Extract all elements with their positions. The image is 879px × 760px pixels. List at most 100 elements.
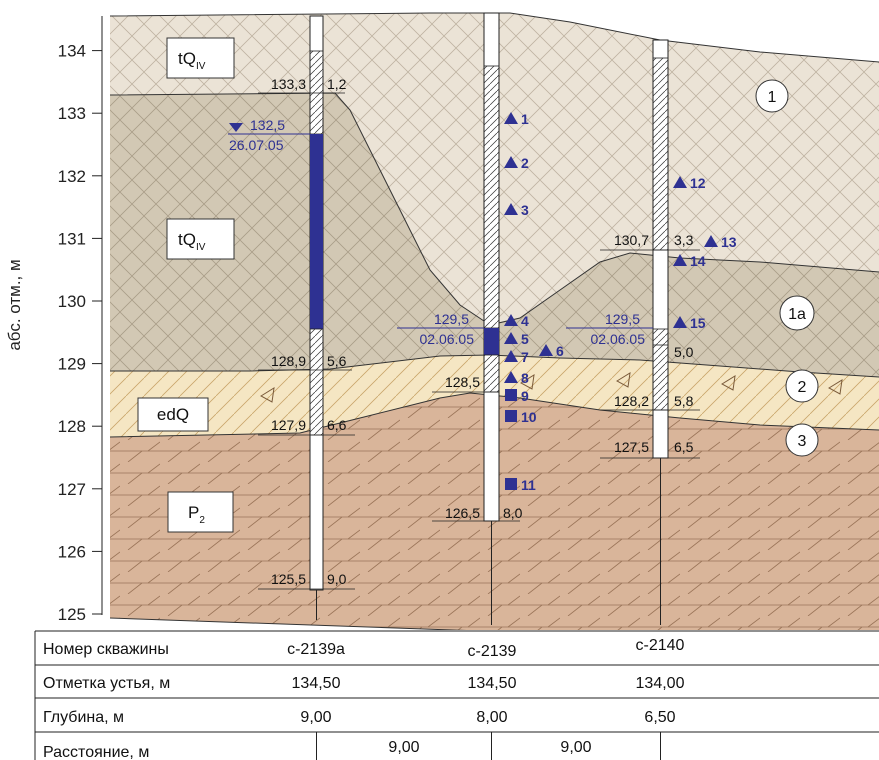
table-row-label: Отметка устья, м (43, 675, 170, 692)
bh3-label: 130,7 (614, 232, 649, 248)
bh1-label: 6,6 (327, 417, 347, 433)
sample-triangle-icon (673, 316, 687, 328)
svg-text:tQIV: tQIV (178, 49, 206, 72)
table-cell: 134,00 (636, 675, 685, 692)
sample-number: 6 (556, 343, 564, 359)
water-level-date: 02.06.05 (420, 331, 475, 347)
table-cell: 134,50 (292, 675, 341, 692)
bh1-label: 128,9 (271, 353, 306, 369)
table-row-label: Номер скважины (43, 641, 169, 658)
table-cell: 8,00 (476, 709, 507, 726)
bh3-label: 127,5 (614, 439, 649, 455)
y-axis-label: абс. отм., м (5, 259, 24, 350)
bh1-label: 9,0 (327, 571, 347, 587)
y-axis: 125 126 127 128 129 130 131 132 133 134 абс. отм.… (5, 16, 103, 624)
table-cell: с-2139а (287, 641, 345, 658)
bh1-label: 1,2 (327, 76, 347, 92)
sample-triangle-icon (504, 203, 518, 215)
y-tick-label: 134 (58, 42, 86, 61)
table-cell: 9,00 (560, 739, 591, 756)
svg-text:3: 3 (798, 433, 807, 450)
layer-number-3: 3 (785, 423, 819, 457)
sample-square-icon (505, 410, 517, 422)
bh1-label: 127,9 (271, 417, 306, 433)
svg-text:2: 2 (798, 379, 807, 396)
svg-text:1а: 1а (788, 306, 806, 323)
water-level-value: 129,5 (434, 311, 469, 327)
layer-label-edq: edQ (137, 397, 209, 432)
sample-number: 8 (521, 370, 529, 386)
groundwater-2: 129,5 02.06.05 (397, 311, 484, 347)
sample-triangle-icon (504, 112, 518, 124)
sample-triangle-icon (504, 332, 518, 344)
layer-label-tq-mid: tQIV (166, 218, 235, 260)
layer-label-tq-top: tQIV (166, 37, 235, 79)
sample-triangle-icon (504, 350, 518, 362)
layer-number-1: 1 (755, 79, 789, 113)
sample-number: 12 (690, 175, 706, 191)
bh2-label: 8,0 (503, 505, 523, 521)
water-level-date: 26.07.05 (229, 137, 284, 153)
sample-triangle-icon (673, 254, 687, 266)
layer-2-symbols (260, 372, 843, 403)
bh3-label: 6,5 (674, 439, 694, 455)
bh1-label: 125,5 (271, 571, 306, 587)
table-cell: 9,00 (300, 709, 331, 726)
water-level-icon (229, 123, 243, 132)
y-tick-label: 126 (58, 542, 86, 561)
svg-text:tQIV: tQIV (178, 230, 206, 253)
y-tick-label: 133 (58, 104, 86, 123)
sample-triangle-icon (539, 344, 553, 356)
y-tick-label: 132 (58, 167, 86, 186)
table-cell: 9,00 (388, 739, 419, 756)
sample-number: 5 (521, 331, 529, 347)
bh2-label: 126,5 (445, 505, 480, 521)
layer-label-p2: P2 (167, 491, 234, 533)
sample-triangle-icon (704, 235, 718, 247)
sample-triangle-icon (504, 156, 518, 168)
water-column (484, 328, 499, 355)
sample-number: 2 (521, 155, 529, 171)
bh3-label: 128,2 (614, 393, 649, 409)
sample-number: 4 (521, 313, 529, 329)
bh3-label: 5,8 (674, 393, 694, 409)
sample-triangle-icon (673, 176, 687, 188)
sample-number: 7 (521, 349, 529, 365)
table-row-label: Глубина, м (43, 709, 124, 726)
y-tick-label: 128 (58, 417, 86, 436)
sample-number: 9 (521, 388, 529, 404)
sample-number: 13 (721, 234, 737, 250)
borehole-3 (652, 39, 669, 625)
layer-2-pattern (110, 355, 879, 437)
table-row-label: Расстояние, м (43, 744, 149, 760)
sample-number: 1 (521, 111, 529, 127)
bh2-label: 128,5 (445, 374, 480, 390)
table-cell: 134,50 (468, 675, 517, 692)
water-level-date: 02.06.05 (591, 331, 646, 347)
bh1-label: 5,6 (327, 353, 347, 369)
water-level-value: 129,5 (605, 311, 640, 327)
y-tick-label: 127 (58, 480, 86, 499)
y-tick-label: 131 (58, 229, 86, 248)
layer-number-1a: 1а (779, 295, 815, 331)
sample-number: 10 (521, 409, 537, 425)
svg-text:1: 1 (768, 89, 777, 106)
water-column (310, 134, 323, 329)
svg-text:P2: P2 (188, 503, 205, 526)
borehole-labels: 133,3 1,2 128,9 5,6 127,9 6,6 125,5 9,0 … (258, 76, 700, 590)
borehole-table: Номер скважины с-2139а с-2139 с-2140 Отм… (34, 630, 879, 760)
groundwater-1: 132,5 26.07.05 (228, 117, 310, 153)
y-tick-label: 130 (58, 292, 86, 311)
sample-number: 15 (690, 315, 706, 331)
layer-number-2: 2 (785, 369, 819, 403)
sample-triangle-icon (504, 371, 518, 383)
sample-square-icon (505, 478, 517, 490)
sample-number: 11 (521, 477, 536, 493)
y-tick-label: 129 (58, 355, 86, 374)
sample-number: 14 (690, 253, 706, 269)
y-tick-label: 125 (58, 605, 86, 624)
borehole-1 (309, 15, 324, 620)
borehole-2 (483, 12, 500, 625)
